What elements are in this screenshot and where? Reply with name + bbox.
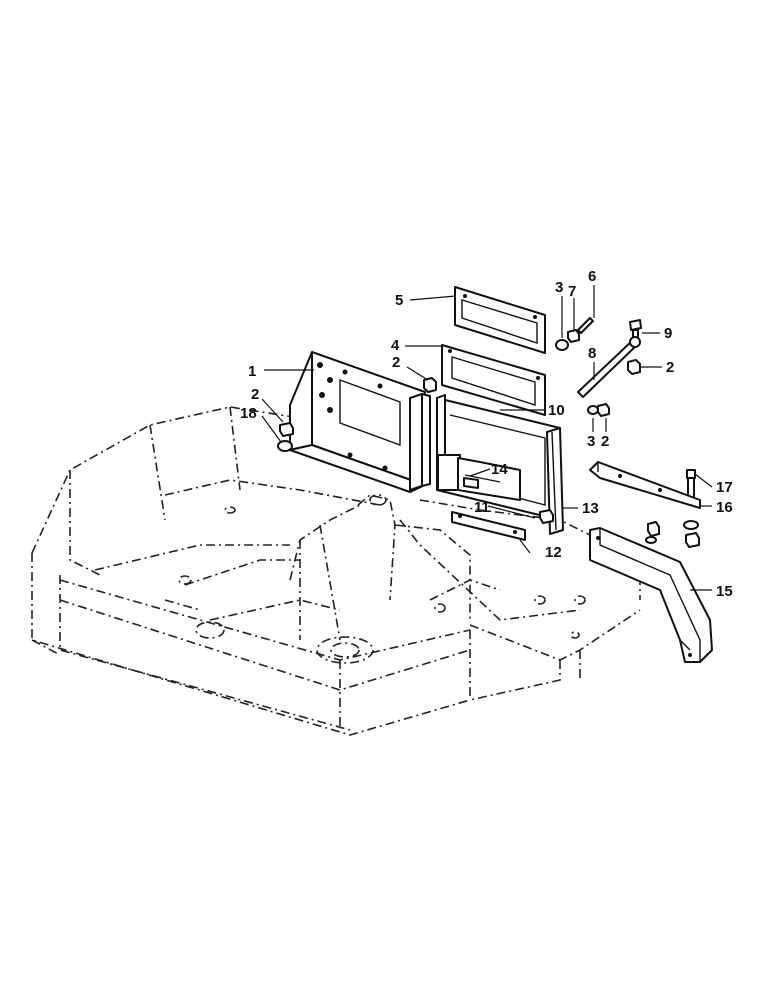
callout-17: 17 [716, 479, 733, 496]
callout-labels: 1 2 2 2 2 3 3 4 5 6 7 8 9 10 11 12 13 14… [240, 268, 733, 600]
part-8-rod [577, 336, 641, 398]
callout-18: 18 [240, 405, 257, 422]
callout-2: 2 [666, 359, 674, 376]
callout-16: 16 [716, 499, 733, 516]
part-13-upright-bracket [546, 427, 564, 535]
part-12-strip [451, 511, 526, 541]
callout-5: 5 [395, 292, 403, 309]
callout-9: 9 [664, 325, 672, 342]
callout-11: 11 [474, 499, 490, 516]
callout-6: 6 [588, 268, 596, 285]
callout-2: 2 [392, 354, 400, 371]
part-4-plate [441, 344, 546, 416]
part-16-support-bar [589, 461, 701, 509]
callout-3: 3 [587, 433, 595, 450]
callout-2: 2 [251, 386, 259, 403]
callout-15: 15 [716, 583, 733, 600]
callout-12: 12 [545, 544, 562, 561]
callout-2: 2 [601, 433, 609, 450]
callout-10: 10 [548, 402, 565, 419]
leader-lines [261, 285, 713, 591]
callout-1: 1 [248, 363, 256, 380]
callout-13: 13 [582, 500, 599, 517]
part-1-mounting-bracket [289, 351, 431, 493]
callout-4: 4 [391, 337, 400, 354]
part-5-top-plate [454, 286, 546, 354]
callout-14: 14 [491, 461, 508, 478]
callout-8: 8 [588, 345, 596, 362]
callout-7: 7 [568, 283, 576, 300]
part-15-bent-bracket [589, 527, 713, 663]
callout-3: 3 [555, 279, 563, 296]
